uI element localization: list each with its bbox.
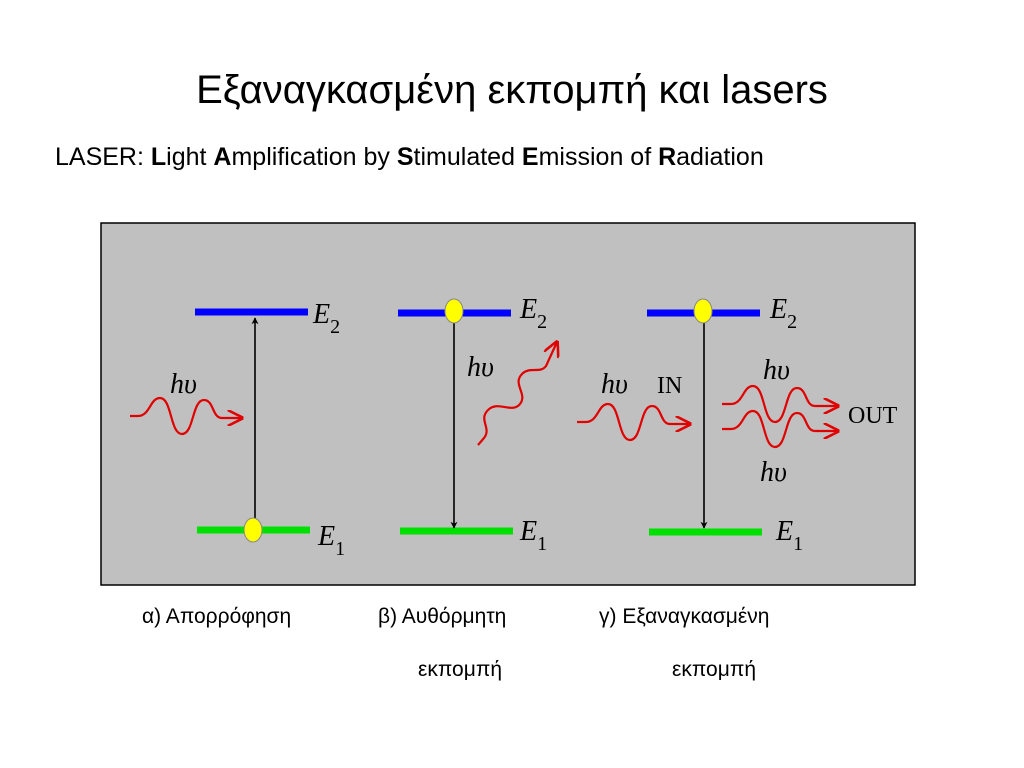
caption-stimulated-line1: γ) Εξαναγκασμένη <box>599 605 770 628</box>
acronym-initial-e: E <box>521 143 539 171</box>
acronym-initial-r: R <box>658 143 677 171</box>
acronym-word-light: ight <box>166 143 214 171</box>
photon-energy-label-out-top: hυ <box>763 355 790 386</box>
acronym-word-radiation: adiation <box>676 143 764 171</box>
level-e1-label: E1 <box>775 516 803 555</box>
incoming-photon-wave <box>130 396 242 436</box>
emitted-photon-wave <box>477 342 557 446</box>
level-e2-label: E2 <box>519 294 547 333</box>
caption-stimulated-line2: εκπομπή <box>672 658 756 681</box>
photon-energy-label: hυ <box>170 369 197 400</box>
acronym-word-emission: mission of <box>538 143 659 171</box>
photon-energy-label-out-bottom: hυ <box>760 457 787 488</box>
outgoing-photon-wave-bottom <box>722 409 838 449</box>
acronym-word-stimulated: timulated <box>413 143 522 171</box>
outgoing-photon-wave-top <box>722 384 838 424</box>
diagram-panel <box>100 222 916 586</box>
acronym-initial-s: S <box>396 143 414 171</box>
electron-dot <box>243 517 263 543</box>
caption-absorption: α) Απορρόφηση <box>142 605 292 628</box>
electron-dot <box>444 298 464 324</box>
laser-acronym-line: LASER: Light Amplification by Stimulated… <box>55 143 764 172</box>
acronym-word-amplification: mplification by <box>231 143 397 171</box>
photon-energy-label: hυ <box>467 352 494 383</box>
acronym-initial-a: A <box>213 143 232 171</box>
level-e1-label: E1 <box>317 521 345 560</box>
level-e2-label: E2 <box>769 294 797 333</box>
level-e2-label: E2 <box>312 299 340 338</box>
photon-energy-label-in: hυ <box>601 369 628 400</box>
electron-dot <box>693 298 713 324</box>
panel-stimulated-emission: E2 E1 hυ IN hυ OUT hυ <box>577 294 898 555</box>
out-label: OUT <box>848 403 898 429</box>
acronym-prefix: LASER: <box>55 143 151 171</box>
acronym-initial-l: L <box>150 143 167 171</box>
page-title: Εξαναγκασμένη εκπομπή και lasers <box>196 68 828 112</box>
caption-spontaneous-line2: εκπομπή <box>418 658 502 681</box>
caption-spontaneous-line1: β) Αυθόρμητη <box>378 605 507 628</box>
panel-absorption: E2 E1 hυ <box>130 299 345 560</box>
level-e1-label: E1 <box>519 516 547 555</box>
in-label: IN <box>657 373 682 399</box>
energy-level-diagram: E2 E1 hυ E2 E1 hυ E2 E1 hυ IN hυ OUT hυ <box>100 222 916 586</box>
incoming-photon-wave <box>577 402 690 442</box>
panel-spontaneous-emission: E2 E1 hυ <box>398 294 557 555</box>
